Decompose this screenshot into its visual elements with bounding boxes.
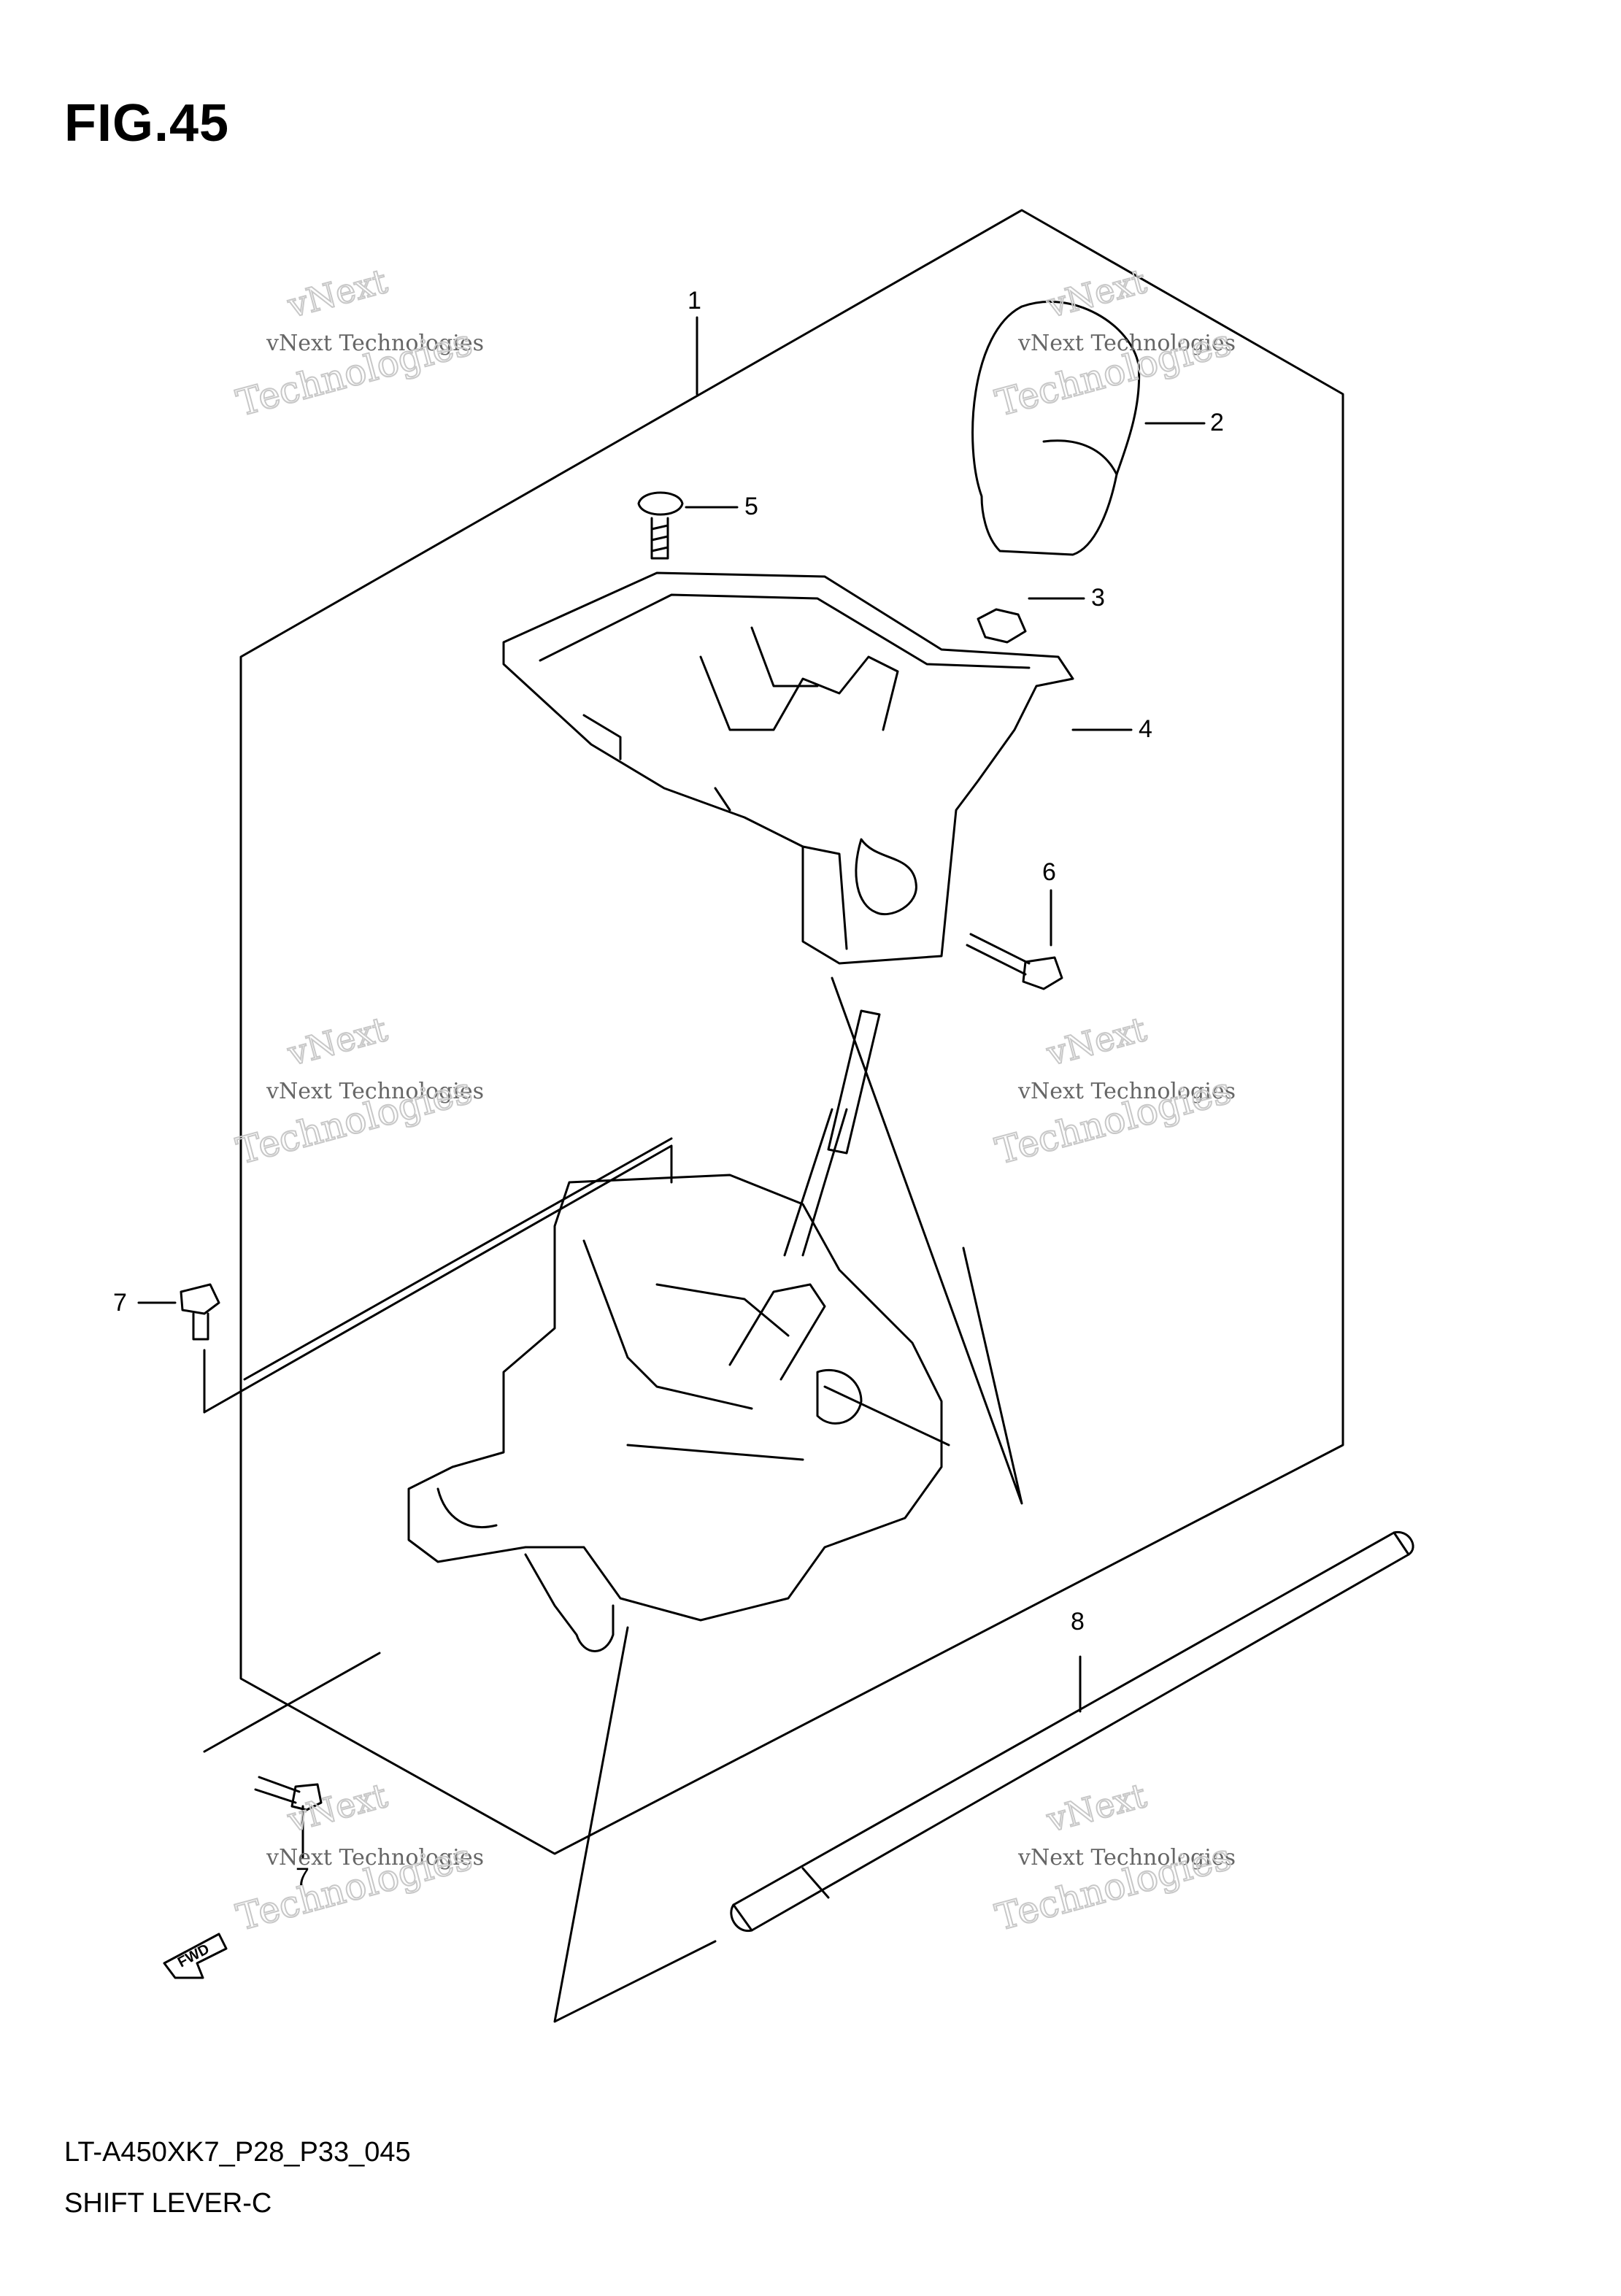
gear-knob	[971, 300, 1141, 556]
bolt-7-upper	[180, 1283, 220, 1315]
callout-8: 8	[1071, 1608, 1085, 1636]
shift-lever-rod	[827, 1009, 881, 1155]
bolt-5	[637, 491, 684, 516]
watermark-text: vNext	[1042, 1776, 1151, 1840]
callout-5: 5	[744, 493, 758, 520]
diagram-code: LT-A450XK7_P28_P33_045	[64, 2137, 411, 2168]
watermark-text: vNext Technologies	[1017, 1079, 1236, 1104]
watermark-text: vNext Technologies	[1017, 331, 1236, 356]
watermark-text: vNext	[283, 261, 392, 325]
watermark-text: vNext Technologies	[266, 331, 484, 356]
bolt-6	[969, 933, 1031, 965]
fwd-arrow-icon	[163, 1933, 228, 1979]
bolt-7-lower	[258, 1776, 301, 1793]
callout-2: 2	[1210, 409, 1224, 436]
callout-1: 1	[688, 287, 701, 315]
watermark-text: vNext Technologies	[266, 1845, 484, 1871]
shaft-8	[732, 1531, 1410, 1932]
figure-title: FIG.45	[64, 94, 230, 153]
watermark-text: vNext Technologies	[1017, 1845, 1236, 1871]
callout-3: 3	[1091, 584, 1105, 612]
callout-6: 6	[1042, 858, 1056, 886]
watermark-text: vNext	[1042, 1009, 1151, 1074]
diagram-description: SHIFT LEVER-C	[64, 2188, 272, 2219]
callout-7-upper: 7	[113, 1289, 127, 1317]
assembly-frame	[239, 209, 1344, 1855]
nut	[977, 608, 1027, 644]
watermark-text: vNext Technologies	[266, 1079, 484, 1104]
callout-7-lower: 7	[296, 1863, 309, 1891]
shift-gate	[502, 571, 1074, 965]
watermark-text: vNext	[283, 1009, 392, 1074]
watermark-group: vNext Technologies vNext Technologies vN…	[231, 261, 1236, 1940]
shift-lever-housing	[407, 1174, 943, 1622]
watermark-text: vNext	[1042, 261, 1151, 325]
watermark-text: vNext	[283, 1776, 392, 1840]
callout-4: 4	[1139, 715, 1152, 743]
